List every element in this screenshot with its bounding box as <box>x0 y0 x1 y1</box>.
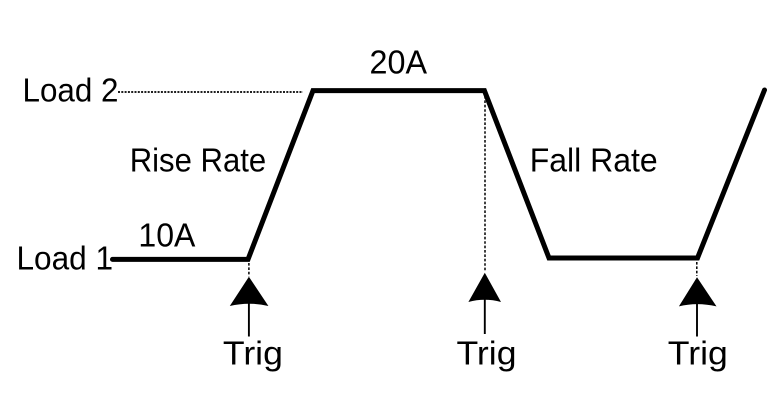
svg-text:Rise Rate: Rise Rate <box>130 142 267 179</box>
svg-text:Trig: Trig <box>668 335 728 372</box>
svg-text:10A: 10A <box>138 217 195 254</box>
svg-text:Load 1: Load 1 <box>17 240 114 277</box>
svg-text:Load 2: Load 2 <box>23 72 119 109</box>
svg-text:20A: 20A <box>370 44 428 81</box>
svg-text:Trig: Trig <box>457 335 517 372</box>
svg-text:Trig: Trig <box>223 335 283 372</box>
svg-text:Fall Rate: Fall Rate <box>530 142 658 179</box>
